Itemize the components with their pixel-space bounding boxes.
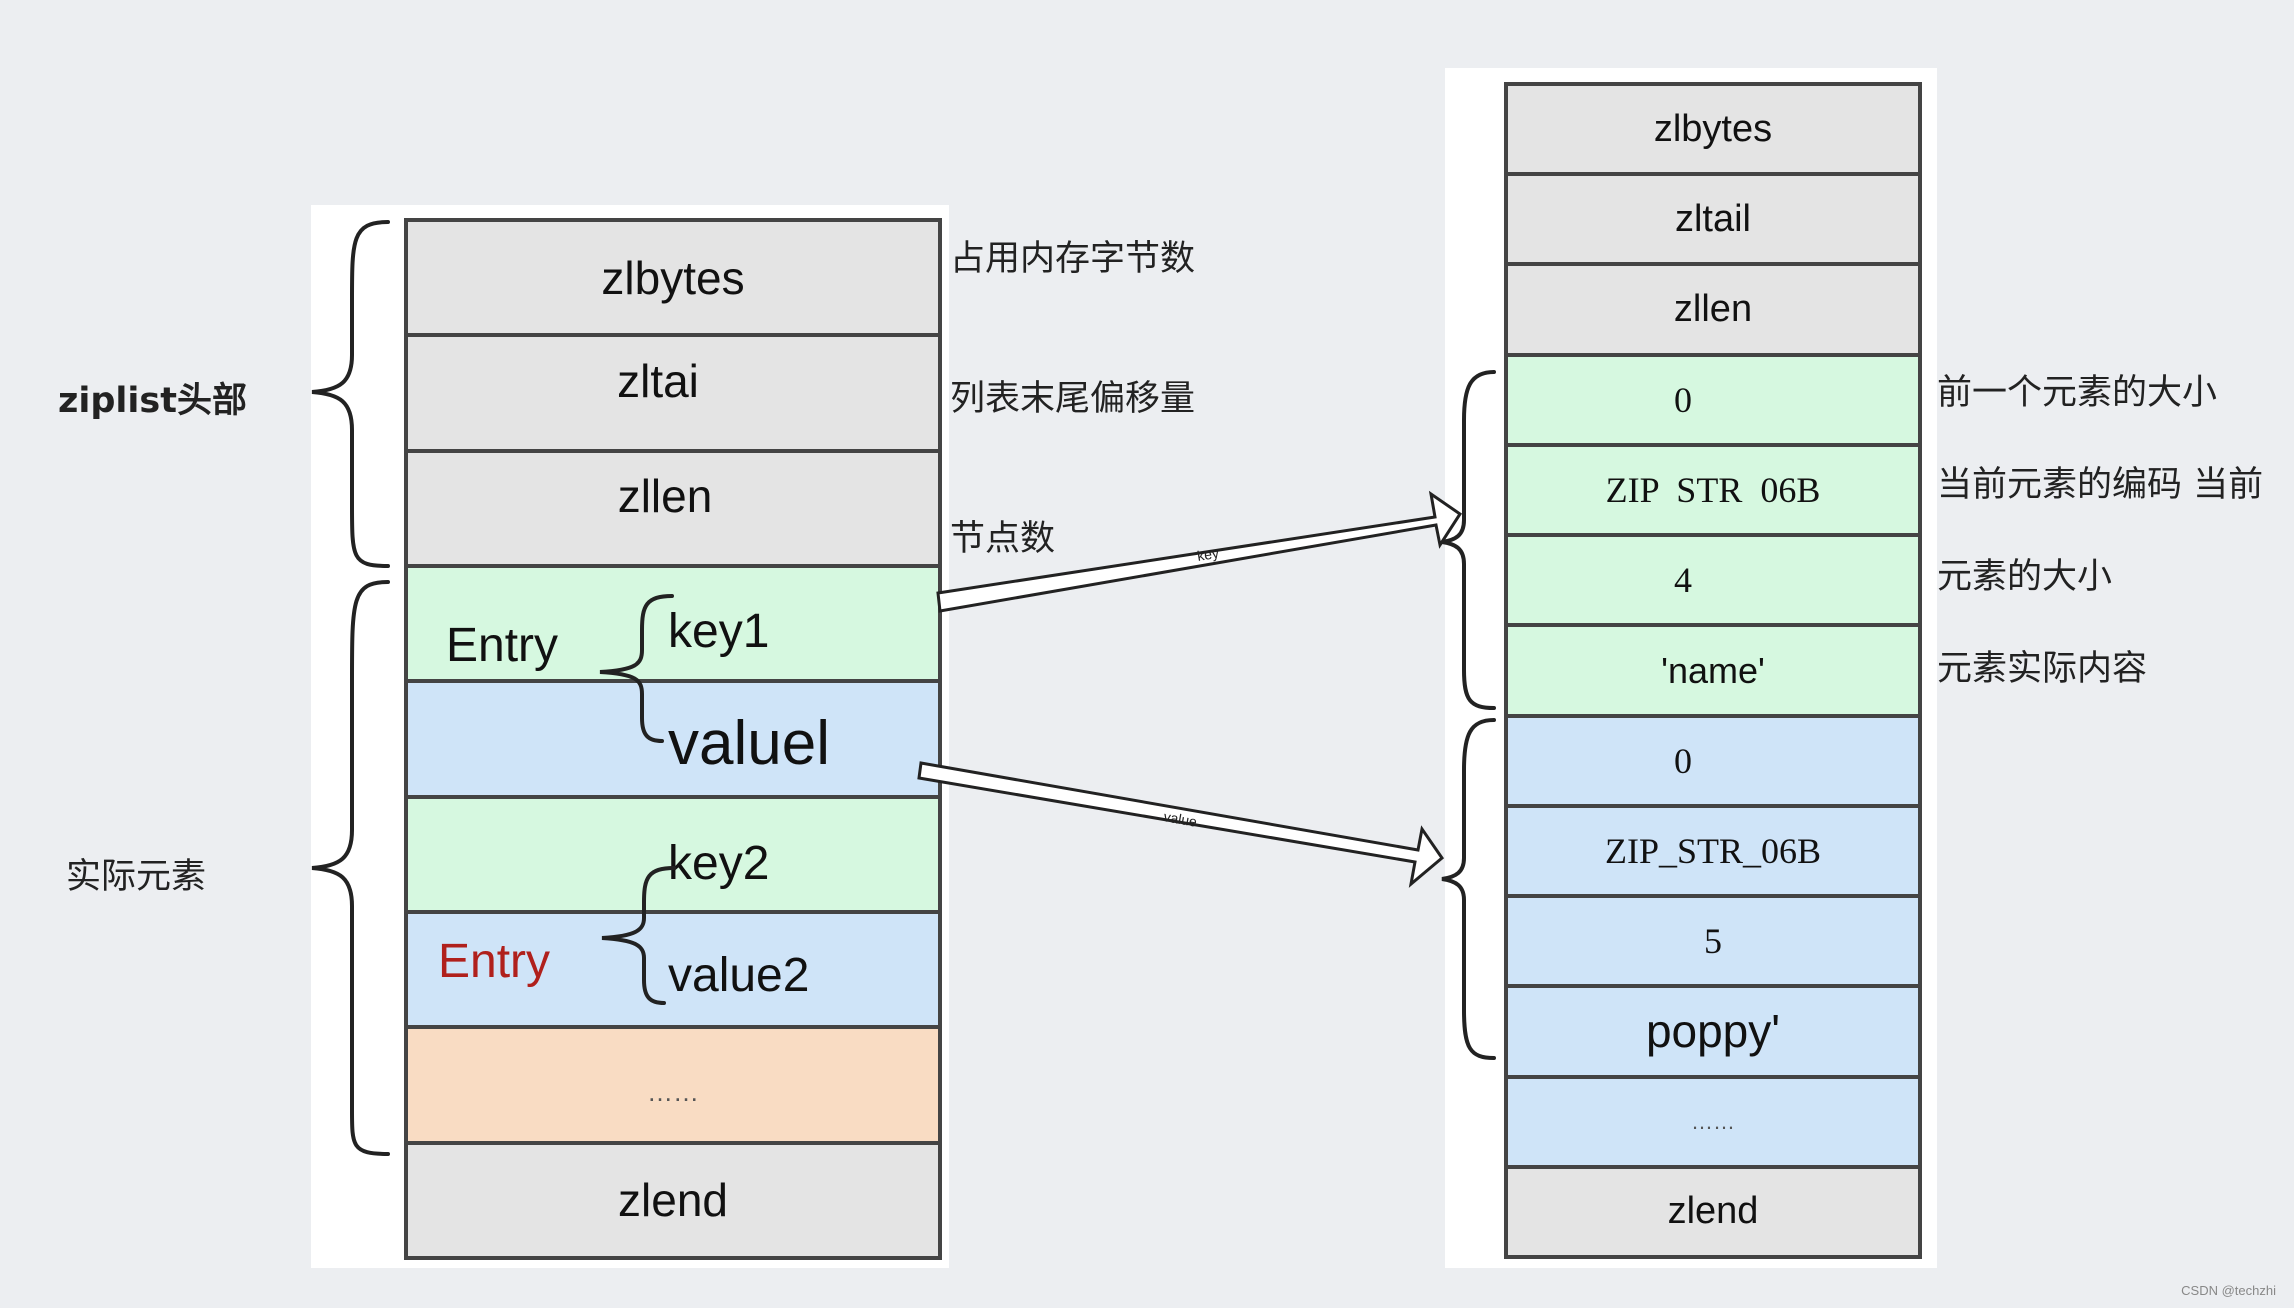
zlend-label: zlend (618, 1174, 728, 1227)
right-ellipsis-cell: …… (1508, 1074, 1918, 1165)
zllen-label: zllen (617, 470, 713, 523)
value-prevlen-label: 0 (1674, 740, 1692, 781)
prevlen-annotation: 前一个元素的大小 (1937, 373, 2218, 413)
entry1-key-label: key1 (668, 605, 770, 658)
zllen-annotation: 节点数 (950, 519, 1056, 559)
zlbytes-cell: zlbytes (408, 222, 938, 334)
right-zllen-label: zllen (1673, 288, 1753, 331)
key-size-cell: 4 (1508, 533, 1918, 624)
entry2-brace (601, 866, 676, 1005)
elements-group-label: 实际元素 (66, 857, 207, 897)
entry2-value-label: value2 (668, 949, 810, 1002)
zltail-annotation: 列表末尾偏移量 (950, 379, 1196, 419)
key-prevlen-label: 0 (1674, 379, 1692, 420)
ziplist-detail-stack: zlbytes zltail zllen 0 ZIP STR 06B 4 'na… (1504, 82, 1922, 1259)
watermark: CSDN @techzhi (2181, 1283, 2276, 1298)
right-zllen-cell: zllen (1508, 262, 1918, 353)
header-group-label: ziplist头部 (58, 381, 247, 421)
entry1-brace (599, 594, 674, 743)
content-annotation: 元素实际内容 (1937, 649, 2148, 689)
key-content-cell: 'name' (1508, 623, 1918, 714)
ellipsis-cell: …… (408, 1025, 938, 1141)
value-arrow-label: value (1162, 808, 1198, 830)
key-content-label: 'name' (1661, 649, 1765, 691)
entry2-label: Entry (438, 935, 551, 988)
right-value-brace (1441, 718, 1496, 1060)
zltail-label: zltai (617, 354, 699, 407)
zlend-cell: zlend (408, 1140, 938, 1256)
header-brace (311, 220, 390, 568)
right-key-brace (1441, 370, 1496, 710)
value-encoding-label: ZIP_STR_06B (1604, 830, 1822, 871)
value-size-cell: 5 (1508, 894, 1918, 985)
entry1-key-cell (408, 563, 938, 680)
encoding-annotation: 当前元素的编码 当前 (1937, 465, 2264, 505)
right-zlbytes-cell: zlbytes (1508, 86, 1918, 173)
entry1-value-cell (408, 679, 938, 795)
right-zltail-label: zltail (1674, 197, 1752, 240)
key-size-label: 4 (1674, 560, 1692, 601)
right-zltail-cell: zltail (1508, 172, 1918, 263)
entry1-label: Entry (446, 619, 559, 672)
entry1-value-label: valuel (668, 709, 830, 778)
right-zlend-label: zlend (1667, 1190, 1759, 1233)
key-encoding-cell: ZIP STR 06B (1508, 442, 1918, 534)
elements-brace (311, 580, 390, 1156)
key-arrow-label: key (1196, 545, 1220, 564)
value-prevlen-cell: 0 (1508, 713, 1918, 804)
ellipsis-label: …… (647, 1077, 699, 1108)
key-arrow (936, 490, 1463, 613)
zltail-cell: zltai (408, 333, 938, 449)
ziplist-overview-stack: zlbytes zltai zllen …… zlend (404, 218, 942, 1260)
entry2-value-cell (408, 909, 938, 1026)
value-arrow (917, 761, 1445, 888)
zllen-cell: zllen (408, 448, 938, 564)
value-content-label: poppy' (1645, 1005, 1781, 1058)
right-zlbytes-label: zlbytes (1653, 107, 1773, 150)
value-size-label: 5 (1704, 921, 1722, 962)
value-content-cell: poppy' (1508, 984, 1918, 1075)
right-zlend-cell: zlend (1508, 1164, 1918, 1256)
key-encoding-label: ZIP STR 06B (1605, 470, 1821, 511)
entry2-key-label: key2 (668, 837, 770, 890)
key-prevlen-cell: 0 (1508, 352, 1918, 443)
value-encoding-cell: ZIP_STR_06B (1508, 803, 1918, 895)
right-ellipsis-label: …… (1691, 1108, 1735, 1134)
zlbytes-label: zlbytes (601, 251, 745, 304)
size-annotation: 元素的大小 (1937, 557, 2113, 597)
entry2-key-cell (408, 794, 938, 910)
zlbytes-annotation: 占用内存字节数 (950, 239, 1196, 279)
